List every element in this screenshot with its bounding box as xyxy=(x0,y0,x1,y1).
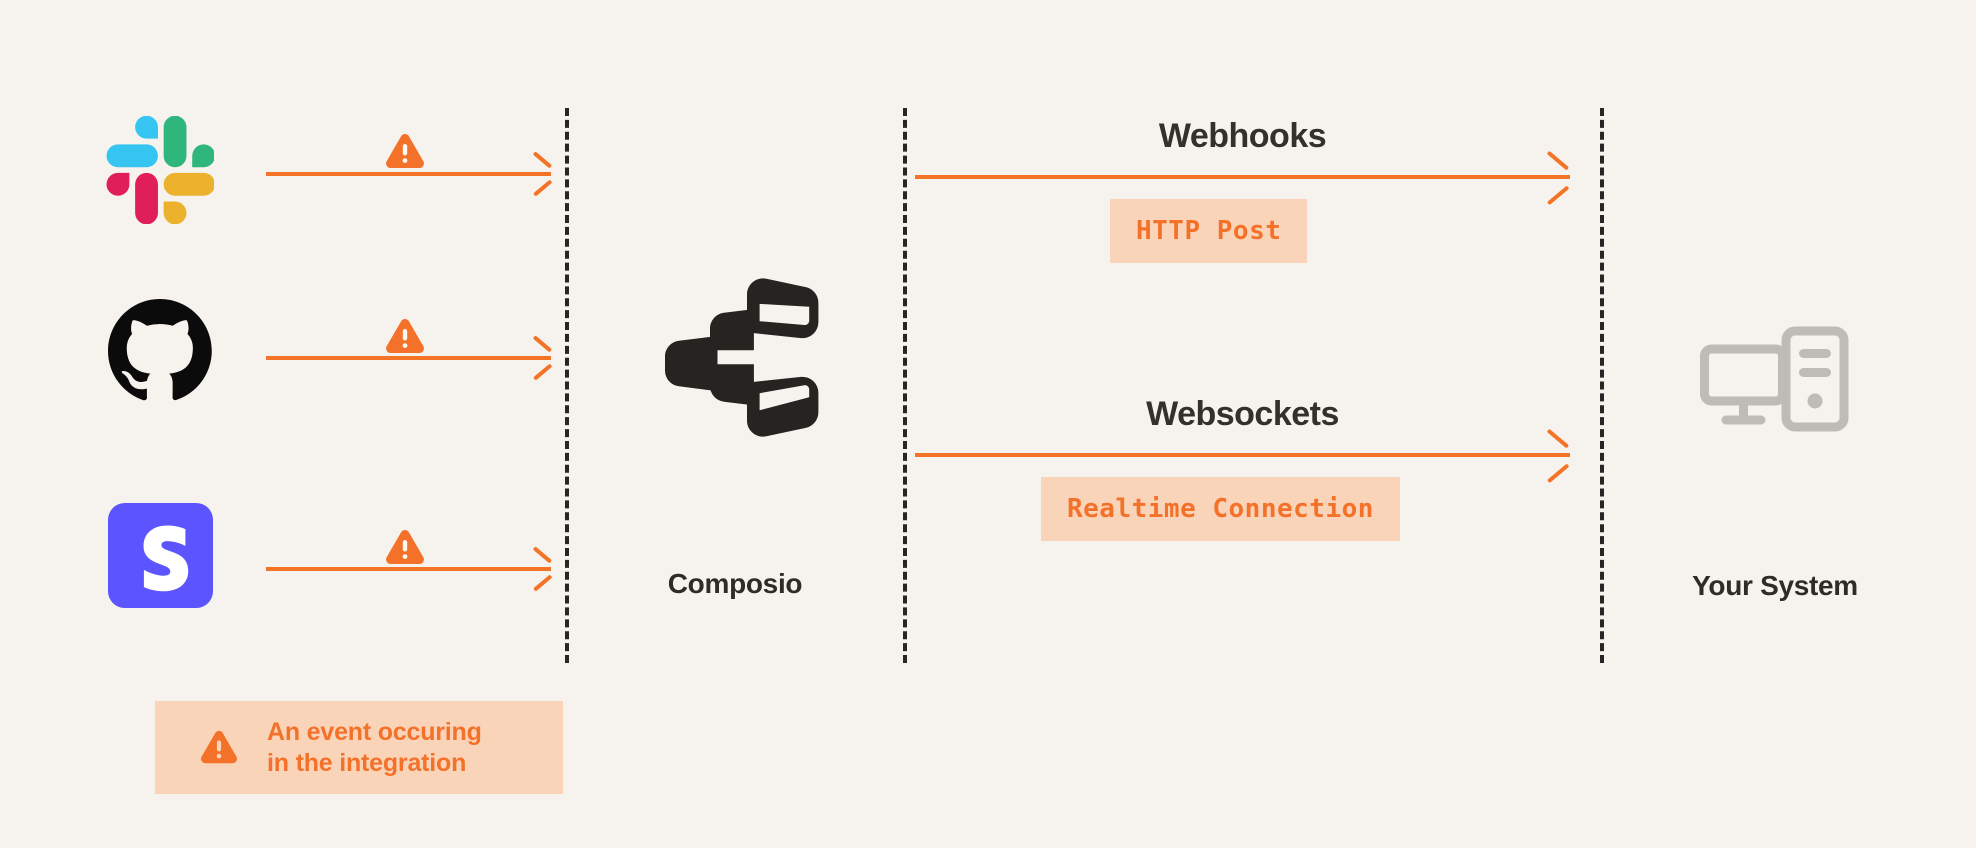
github-logo-icon xyxy=(100,290,220,410)
arrow-right-icon xyxy=(1540,161,1572,193)
arrow-shaft xyxy=(266,356,551,360)
legend-text: An event occuring in the integration xyxy=(267,717,482,778)
legend-text-line2: in the integration xyxy=(267,748,467,777)
arrow-shaft xyxy=(915,175,1570,179)
warning-triangle-icon xyxy=(384,528,426,568)
channel-title-webhooks: Webhooks xyxy=(1158,117,1327,155)
event-arrow-stripe xyxy=(266,567,551,571)
arrow-right-icon xyxy=(527,555,553,581)
arrow-right-icon xyxy=(1540,439,1572,471)
legend-text-line1: An event occuring xyxy=(267,718,482,746)
composio-label: Composio xyxy=(667,568,803,599)
arrow-shaft xyxy=(266,567,551,571)
desktop-computer-icon xyxy=(1700,325,1850,440)
slack-logo-icon xyxy=(100,110,220,230)
lane-divider-left xyxy=(565,108,569,663)
arrow-right-icon xyxy=(527,344,553,370)
channel-arrow-webhooks xyxy=(915,175,1570,179)
event-arrow-github xyxy=(266,356,551,360)
arrow-right-icon xyxy=(527,160,553,186)
warning-triangle-icon xyxy=(199,729,239,767)
your-system-label: Your System xyxy=(1692,570,1858,601)
stripe-logo-icon xyxy=(100,495,220,615)
lane-divider-middle xyxy=(903,108,907,663)
channel-title-websockets: Websockets xyxy=(1146,395,1339,433)
warning-triangle-icon xyxy=(384,132,426,172)
arrow-shaft xyxy=(915,453,1570,457)
warning-triangle-icon xyxy=(384,317,426,357)
lane-divider-right xyxy=(1600,108,1604,663)
channel-tag-realtime-connection: Realtime Connection xyxy=(1041,477,1400,541)
arrow-shaft xyxy=(266,172,551,176)
channel-arrow-websockets xyxy=(915,453,1570,457)
legend-box: An event occuring in the integration xyxy=(155,701,563,794)
event-arrow-slack xyxy=(266,172,551,176)
channel-tag-http-post: HTTP Post xyxy=(1110,199,1308,263)
composio-logo-icon xyxy=(655,270,820,445)
